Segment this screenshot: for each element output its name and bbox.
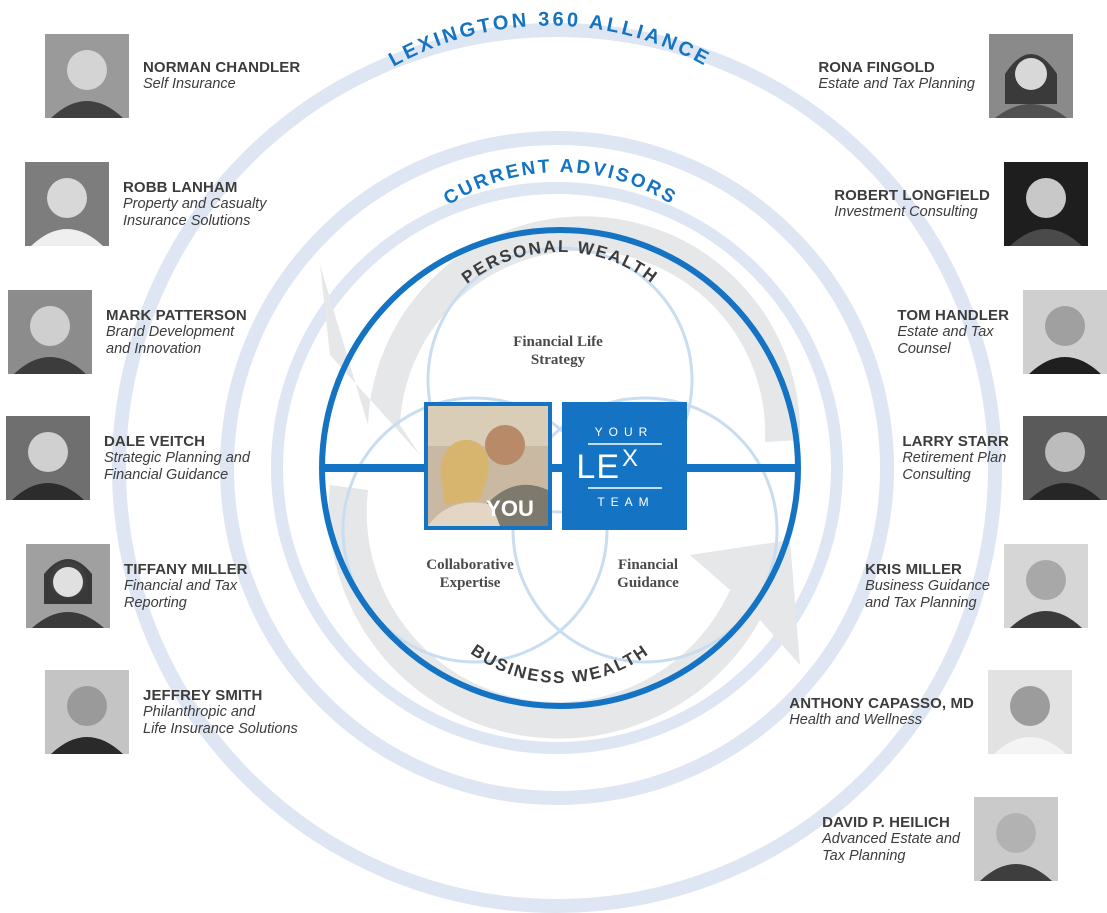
advisor-role-line: Insurance Solutions xyxy=(123,212,251,229)
venn-label-top-2: Strategy xyxy=(531,352,586,368)
outer-ring xyxy=(112,23,1002,913)
advisor-mark-patterson: MARK PATTERSON Brand Development and Inn… xyxy=(8,290,247,374)
you-photo-woman-body xyxy=(428,502,500,526)
advisor-photo xyxy=(26,544,110,628)
lex-team-label: TEAM xyxy=(597,495,654,509)
advisor-name: DAVID P. HEILICH xyxy=(822,813,950,831)
advisor-name: ROBB LANHAM xyxy=(123,178,238,196)
advisor-jeffrey-smith: JEFFREY SMITH Philanthropic and Life Ins… xyxy=(45,670,298,754)
advisor-role-line: Property and Casualty xyxy=(123,195,267,212)
advisor-role-line: Reporting xyxy=(124,594,187,611)
advisor-role-line: Counsel xyxy=(897,340,951,357)
advisor-name: ANTHONY CAPASSO, MD xyxy=(789,695,974,712)
advisor-name: RONA FINGOLD xyxy=(818,59,935,76)
advisor-kris-miller: KRIS MILLER Business Guidance and Tax Pl… xyxy=(865,544,1088,628)
lex-sup-label: X xyxy=(622,445,638,472)
middle-ring xyxy=(220,131,894,805)
advisor-role-line: Investment Consulting xyxy=(834,204,978,220)
you-tile: YOU xyxy=(424,402,552,530)
venn-label-top-1: Financial Life xyxy=(513,334,603,350)
advisor-role-line: Estate and Tax xyxy=(897,323,994,340)
venn-label-right-1: Financial xyxy=(618,557,678,573)
advisor-name: DALE VEITCH xyxy=(104,432,206,450)
advisor-role-line: Retirement Plan xyxy=(902,449,1007,466)
advisor-role-line: Strategic Planning and xyxy=(104,449,250,466)
advisor-name: NORMAN CHANDLER xyxy=(143,59,301,76)
advisor-anthony-capasso: ANTHONY CAPASSO, MD Health and Wellness xyxy=(789,670,1072,754)
advisor-role-line: Philanthropic and xyxy=(143,703,256,720)
lex-your-label: YOUR xyxy=(595,425,654,439)
advisor-robert-longfield: ROBERT LONGFIELD Investment Consulting xyxy=(834,162,1088,246)
venn-label-left-2: Expertise xyxy=(440,575,501,591)
advisor-dale-veitch: DALE VEITCH Strategic Planning and Finan… xyxy=(6,416,250,500)
advisor-role-line: Financial and Tax xyxy=(124,577,238,594)
advisor-role-line: Self Insurance xyxy=(143,76,236,92)
advisor-name: MARK PATTERSON xyxy=(106,306,247,324)
advisor-photo xyxy=(1023,290,1107,374)
advisor-role-line: Advanced Estate and xyxy=(822,830,960,847)
advisor-tom-handler: TOM HANDLER Estate and Tax Counsel xyxy=(897,290,1107,374)
venn-label-right-2: Guidance xyxy=(617,575,679,591)
venn-label-left-1: Collaborative xyxy=(426,557,514,573)
advisor-role-line: and Tax Planning xyxy=(865,594,977,611)
advisor-tiffany-miller: TIFFANY MILLER Financial and Tax Reporti… xyxy=(26,544,248,628)
advisor-photo xyxy=(6,416,90,500)
advisor-photo xyxy=(25,162,109,246)
you-photo-man-head xyxy=(485,425,525,465)
you-photo-woman-hair xyxy=(440,439,489,505)
advisor-photo xyxy=(1004,162,1088,246)
advisor-rona-fingold: RONA FINGOLD Estate and Tax Planning xyxy=(818,34,1073,118)
advisor-robb-lanham: ROBB LANHAM Property and Casualty Insura… xyxy=(25,162,266,246)
advisor-larry-starr: LARRY STARR Retirement Plan Consulting xyxy=(902,416,1107,500)
advisor-norman-chandler: NORMAN CHANDLER Self Insurance xyxy=(45,34,300,118)
advisor-photo xyxy=(988,670,1072,754)
venn-circle-top xyxy=(426,246,694,514)
advisor-role-line: Business Guidance xyxy=(865,577,990,594)
outer-ring-title: LEXINGTON 360 ALLIANCE xyxy=(385,9,714,72)
advisor-photo xyxy=(1023,416,1107,500)
horizontal-bar xyxy=(322,464,798,472)
advisor-photo xyxy=(8,290,92,374)
advisor-photo xyxy=(989,34,1073,118)
advisor-david-heilich: DAVID P. HEILICH Advanced Estate and Tax… xyxy=(822,797,1058,881)
advisor-role-line: Tax Planning xyxy=(822,847,906,864)
advisor-name: KRIS MILLER xyxy=(865,560,962,578)
advisor-name: LARRY STARR xyxy=(902,432,1009,450)
advisor-role-line: Consulting xyxy=(902,466,971,483)
business-wealth-label: BUSINESS WEALTH xyxy=(468,641,653,687)
advisor-photo xyxy=(974,797,1058,881)
advisor-name: JEFFREY SMITH xyxy=(143,686,263,704)
advisor-role-line: and Innovation xyxy=(106,340,202,357)
third-ring xyxy=(271,182,843,754)
advisor-name: TOM HANDLER xyxy=(897,306,1009,324)
advisor-photo xyxy=(45,670,129,754)
advisor-role-line: Estate and Tax Planning xyxy=(818,76,975,92)
advisor-role-line: Financial Guidance xyxy=(104,466,229,483)
advisor-role-line: Life Insurance Solutions xyxy=(143,720,298,737)
advisor-name: TIFFANY MILLER xyxy=(124,560,248,578)
advisor-name: ROBERT LONGFIELD xyxy=(834,187,990,204)
advisor-photo xyxy=(45,34,129,118)
you-label: YOU xyxy=(486,496,534,521)
lex-mid-label: LE xyxy=(576,448,620,486)
advisor-role-line: Brand Development xyxy=(106,323,235,340)
advisor-photo xyxy=(1004,544,1088,628)
advisor-role-line: Health and Wellness xyxy=(789,712,923,728)
lex-team-tile: YOUR LE X TEAM xyxy=(562,402,687,530)
cycle-arrow-top xyxy=(320,216,801,455)
